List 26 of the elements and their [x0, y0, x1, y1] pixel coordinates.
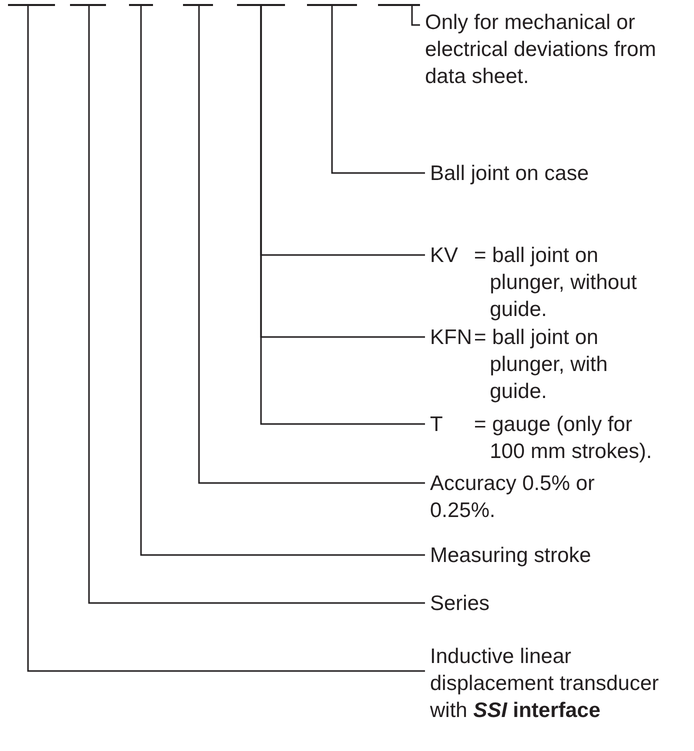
underline-bar — [70, 4, 106, 6]
callout-text: Measuring stroke — [430, 542, 660, 569]
option-code: KFN — [430, 325, 473, 351]
leader-line — [27, 6, 425, 672]
leader-line — [88, 6, 425, 604]
callout-text: Inductive linear displacement transducer with SSI interface — [430, 643, 660, 724]
leader-line — [260, 6, 425, 425]
option-description: = ball joint on plunger, without guide. — [474, 243, 638, 323]
underline-bar — [237, 4, 285, 6]
leader-line — [331, 6, 425, 174]
callout-text: Accuracy 0.5% or 0.25%. — [430, 470, 660, 524]
callout-text: Only for mechanical or electrical deviations from data sheet. — [425, 9, 694, 90]
underline-bar — [378, 4, 420, 6]
leader-line — [140, 6, 425, 556]
underline-bar — [8, 4, 55, 6]
option-description: = gauge (only for 100 mm strokes). — [474, 412, 653, 465]
option-code: KV — [430, 243, 460, 269]
callout-text: Ball joint on case — [430, 160, 660, 187]
underline-bar — [129, 4, 153, 6]
callout-text: Series — [430, 590, 660, 617]
underline-bar — [307, 4, 357, 6]
leader-line — [411, 6, 420, 26]
underline-bar — [183, 4, 213, 6]
option-description: = ball joint on plunger, with guide. — [474, 325, 609, 405]
option-code: T — [430, 412, 444, 438]
leader-line — [198, 6, 425, 484]
